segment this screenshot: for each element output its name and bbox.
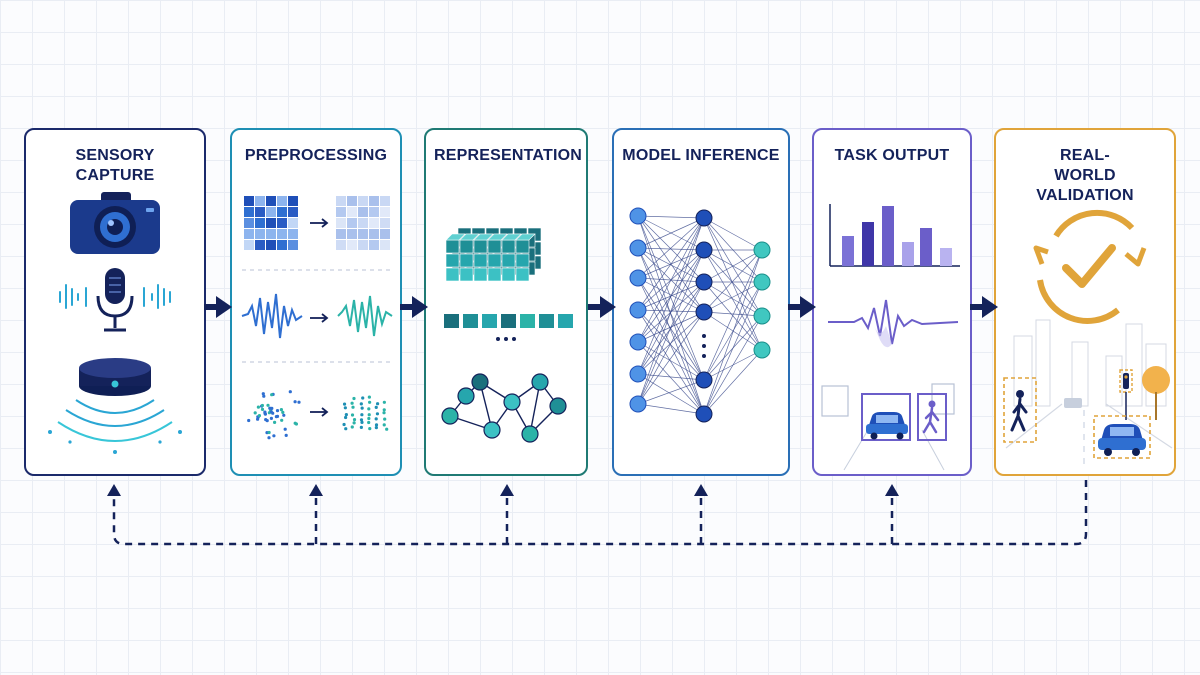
- waveform-icon: [59, 284, 171, 309]
- embedding-vector-icon: [444, 314, 573, 328]
- checkmark-cycle-icon: [1033, 209, 1147, 324]
- arrow-right-icon: [588, 296, 616, 318]
- arrow-up-icon: [694, 484, 708, 496]
- arrow-right-icon: [204, 296, 232, 318]
- arrow-icon: [310, 218, 329, 228]
- arrow-icon: [310, 407, 329, 417]
- panel-sensory-capture: SENSORY CAPTURE: [24, 128, 206, 476]
- panel-model-inference: MODEL INFERENCE: [612, 128, 790, 476]
- point-cloud-icon: [247, 390, 301, 440]
- waveform-icon: [241, 293, 393, 339]
- pixel-grid-icon: [244, 196, 298, 250]
- ellipsis-icon: [496, 337, 516, 341]
- camera-icon: [70, 192, 160, 254]
- arrow-right-icon: [400, 296, 428, 318]
- panel-title-representation: REPRESENTATION: [434, 147, 582, 164]
- bar-chart-icon: [829, 204, 960, 267]
- arrow-up-icon: [309, 484, 323, 496]
- arrow-up-icon: [107, 484, 121, 496]
- panel-title-task-output: TASK OUTPUT: [834, 147, 950, 164]
- point-cloud-filtered-icon: [342, 395, 389, 431]
- pixel-grid-blurred-icon: [336, 196, 390, 250]
- panel-preprocessing: PREPROCESSING: [230, 128, 402, 476]
- panel-task-output: TASK OUTPUT: [812, 128, 972, 476]
- street-scene-icon: [1003, 319, 1173, 470]
- arrow-up-icon: [885, 484, 899, 496]
- panel-real-world-validation: REAL-WORLD VALIDATION: [994, 128, 1176, 476]
- tensor-cube-icon: [445, 227, 542, 282]
- signal-wave-icon: [828, 299, 959, 348]
- neural-network-icon: [629, 207, 771, 423]
- graph-icon: [441, 373, 567, 443]
- microphone-icon: [96, 268, 134, 332]
- panel-title-preprocessing: PREPROCESSING: [244, 147, 388, 164]
- panel-title-model-inference: MODEL INFERENCE: [622, 147, 780, 164]
- panel-title-real-world-validation: REAL-WORLD VALIDATION: [1036, 147, 1134, 204]
- arrow-up-icon: [500, 484, 514, 496]
- panel-representation: REPRESENTATION: [424, 128, 588, 476]
- panel-title-sensory-capture: SENSORY CAPTURE: [75, 147, 155, 184]
- lidar-sensor-icon: [48, 358, 182, 454]
- detection-box-icon: [821, 383, 955, 471]
- arrow-icon: [310, 313, 329, 323]
- arrow-right-icon: [970, 296, 998, 318]
- arrow-right-icon: [788, 296, 816, 318]
